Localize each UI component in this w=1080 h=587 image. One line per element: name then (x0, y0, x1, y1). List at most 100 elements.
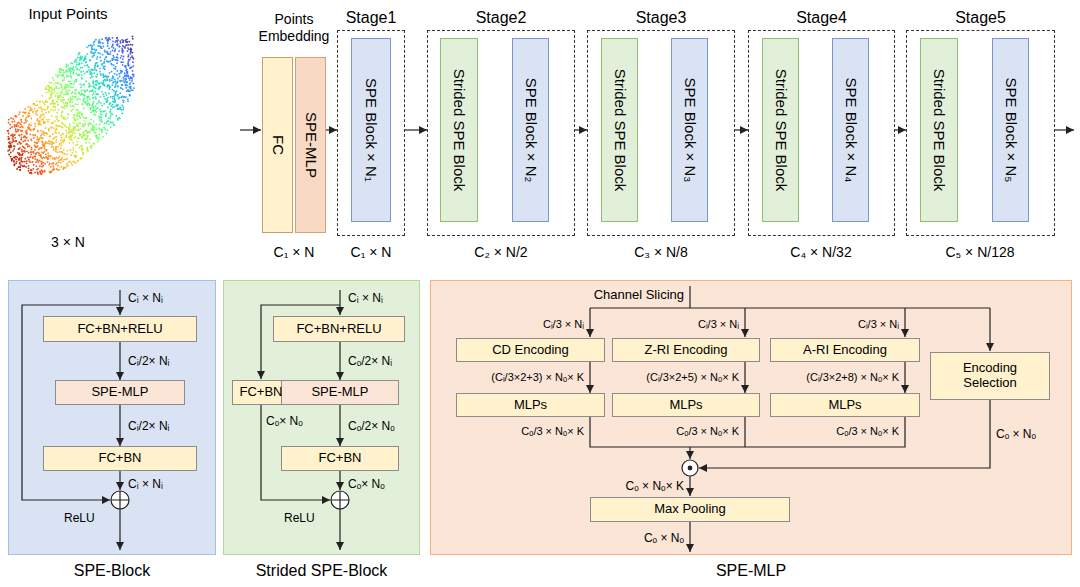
cloud-point (125, 67, 127, 69)
flow-arrow (339, 405, 340, 446)
cloud-point (20, 160, 22, 162)
box-label: FC+BN+RELU (296, 322, 381, 337)
cloud-point (102, 54, 104, 56)
cloud-point (64, 108, 66, 110)
cloud-point (63, 69, 65, 71)
cloud-point (111, 71, 113, 73)
cloud-point (102, 83, 104, 85)
cloud-point (73, 137, 75, 139)
cloud-point (58, 96, 60, 98)
cloud-point (90, 90, 92, 92)
cloud-point (31, 147, 33, 149)
cloud-point (99, 120, 101, 122)
cloud-point (50, 94, 52, 96)
cloud-point (102, 83, 104, 85)
dimension-label: Cᵢ × Nᵢ (128, 291, 163, 305)
cloud-point (53, 127, 55, 129)
box-label: Strided SPE Block (611, 42, 628, 218)
cloud-point (58, 132, 60, 134)
cloud-point (70, 149, 72, 151)
cloud-point (67, 153, 69, 155)
cloud-point (50, 126, 52, 128)
cloud-point (36, 114, 38, 116)
cloud-point (38, 140, 40, 142)
cloud-point (70, 162, 72, 164)
cloud-point (75, 93, 77, 95)
cloud-point (89, 123, 91, 125)
cloud-point (50, 141, 52, 143)
cloud-point (105, 75, 107, 77)
cloud-point (71, 164, 73, 166)
cloud-point (92, 126, 94, 128)
cloud-point (119, 107, 121, 109)
cloud-point (66, 75, 68, 77)
spe-block-box: SPE Block × N₄ (832, 38, 869, 222)
cloud-point (37, 118, 39, 120)
merge-bus (590, 417, 905, 447)
cloud-point (22, 141, 24, 143)
cloud-point (53, 167, 55, 169)
output-arrow (1055, 129, 1074, 130)
cloud-point (87, 135, 89, 137)
cloud-point (127, 89, 129, 91)
cloud-point (68, 161, 70, 163)
cloud-point (103, 96, 105, 98)
cloud-point (66, 91, 68, 93)
cloud-point (45, 156, 47, 158)
cloud-point (70, 83, 72, 85)
cloud-point (35, 104, 37, 106)
embedding-fc-box: FC (262, 57, 293, 233)
cloud-point (86, 138, 88, 140)
cloud-point (64, 153, 66, 155)
flow-arrow (119, 342, 120, 380)
cloud-point (76, 79, 78, 81)
cloud-point (21, 154, 23, 156)
cloud-point (117, 39, 119, 41)
cloud-point (46, 119, 48, 121)
cloud-point (23, 165, 25, 167)
cloud-point (124, 75, 126, 77)
cloud-point (127, 61, 129, 63)
cloud-point (88, 69, 90, 71)
cloud-point (133, 74, 135, 76)
cloud-point (96, 49, 98, 51)
cloud-point (40, 107, 42, 109)
layer-box: CD Encoding (456, 338, 605, 362)
cloud-point (51, 127, 53, 129)
cloud-point (120, 87, 122, 89)
cloud-point (72, 109, 74, 111)
cloud-point (66, 126, 68, 128)
cloud-point (82, 70, 84, 72)
cloud-point (19, 169, 21, 171)
cloud-point (89, 71, 91, 73)
cloud-point (34, 128, 36, 130)
cloud-point (123, 96, 125, 98)
cloud-point (60, 115, 62, 117)
wire (904, 308, 905, 337)
cloud-point (18, 113, 20, 115)
cloud-point (76, 68, 78, 70)
cloud-point (53, 83, 55, 85)
cloud-point (120, 108, 122, 110)
cloud-point (62, 74, 64, 76)
cloud-point (117, 78, 119, 80)
cloud-point (41, 172, 43, 174)
cloud-point (27, 156, 29, 158)
cloud-point (89, 59, 91, 61)
cloud-point (74, 128, 76, 130)
layer-box: FC+BN (43, 446, 197, 471)
cloud-point (119, 107, 121, 109)
cloud-point (92, 69, 94, 71)
cloud-point (65, 71, 67, 73)
cloud-point (92, 94, 94, 96)
cloud-point (16, 157, 18, 159)
cloud-point (70, 131, 72, 133)
cloud-point (59, 151, 61, 153)
cloud-point (11, 158, 13, 160)
cloud-point (127, 56, 129, 58)
box-label: SPE Block × N₄ (842, 42, 859, 218)
dimension-label: Input Points (28, 5, 107, 23)
cloud-point (63, 102, 65, 104)
cloud-point (70, 86, 72, 88)
cloud-point (115, 66, 117, 68)
